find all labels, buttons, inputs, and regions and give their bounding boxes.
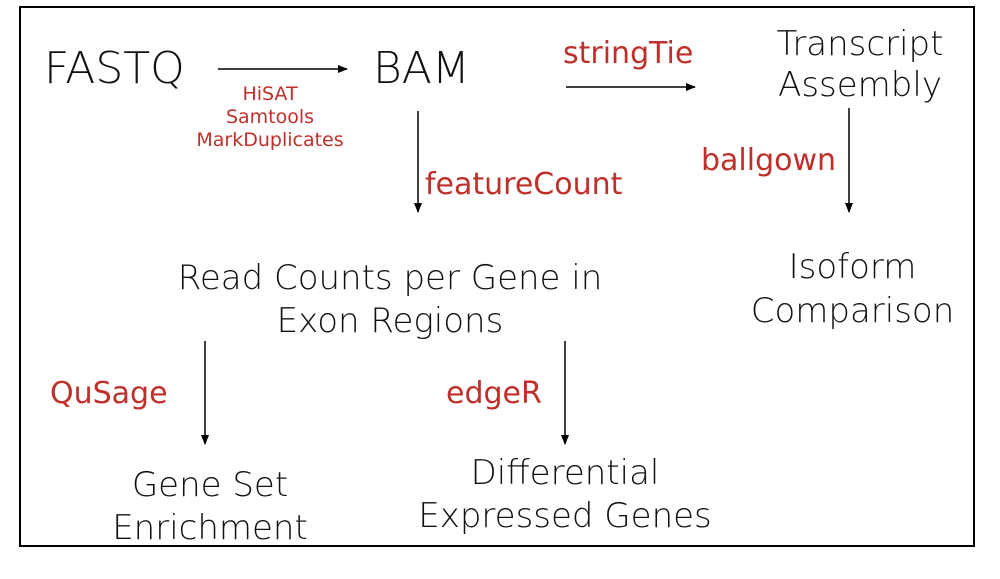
tool-label-edger: edgeR (446, 376, 542, 411)
tool-label-featurecount: featureCount (425, 167, 623, 202)
node-differential-expressed-genes: Differential Expressed Genes (418, 453, 712, 536)
node-read-counts: Read Counts per Gene in Exon Regions (177, 258, 603, 341)
diagram-frame (19, 6, 975, 547)
node-transcript-assembly: Transcript Assembly (776, 24, 944, 105)
node-fastq: FASTQ (44, 43, 185, 94)
node-isoform-comparison: Isoform Comparison (750, 247, 955, 331)
node-bam: BAM (373, 43, 470, 94)
tool-label-alignment: HiSAT Samtools MarkDuplicates (196, 83, 344, 151)
tool-label-qusage: QuSage (50, 376, 168, 411)
node-gene-set-enrichment: Gene Set Enrichment (112, 465, 308, 548)
tool-label-stringtie: stringTie (563, 36, 694, 71)
tool-label-ballgown: ballgown (701, 143, 837, 178)
